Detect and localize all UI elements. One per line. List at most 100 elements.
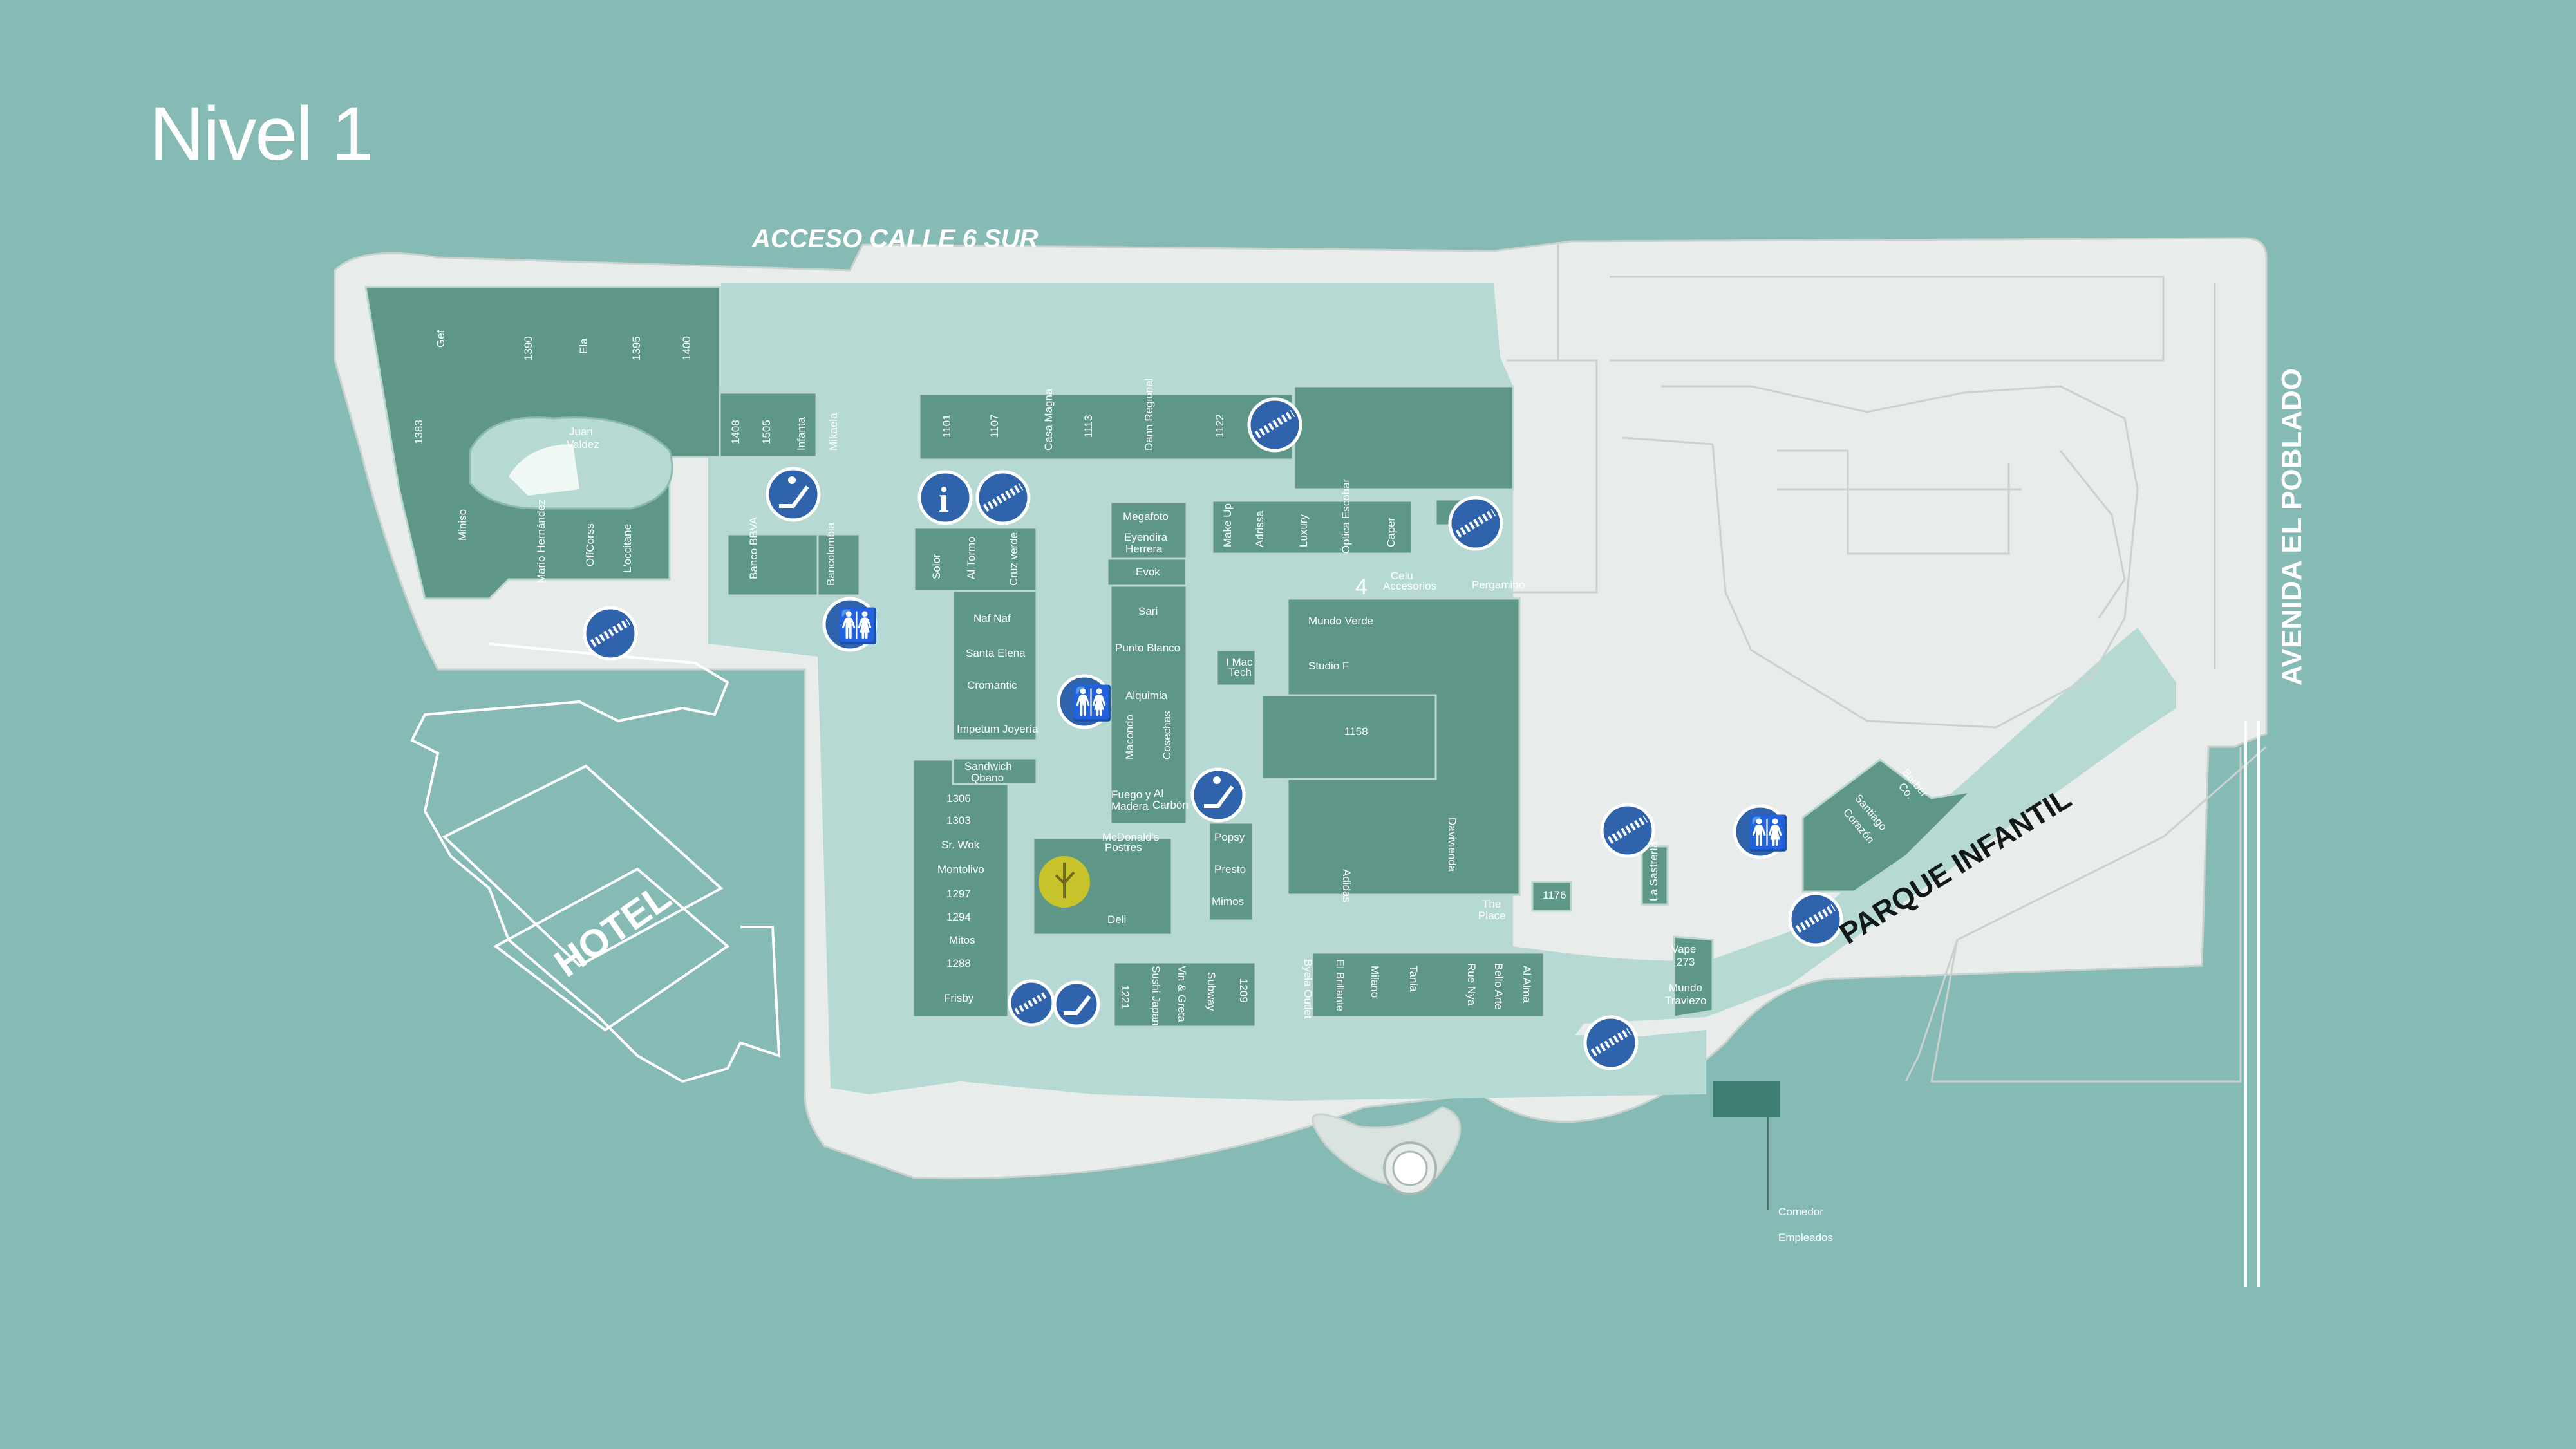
svg-text:1408: 1408 <box>729 420 742 444</box>
svg-text:1395: 1395 <box>630 336 643 360</box>
svg-text:Popsy: Popsy <box>1214 831 1245 843</box>
elevator-icon <box>1788 892 1843 947</box>
escalator-icon <box>1190 767 1246 823</box>
svg-text:Vape: Vape <box>1671 943 1696 955</box>
svg-text:La Sastrería: La Sastrería <box>1648 841 1660 901</box>
svg-text:Punto Blanco: Punto Blanco <box>1115 642 1180 654</box>
restroom-icon: 🚻 <box>822 597 879 652</box>
svg-text:Presto: Presto <box>1214 863 1246 875</box>
svg-text:Deli: Deli <box>1107 913 1126 926</box>
restroom-icon: 🚻 <box>1733 804 1789 859</box>
svg-text:i: i <box>939 480 949 520</box>
svg-text:Mitos: Mitos <box>949 934 975 946</box>
svg-text:1297: 1297 <box>946 888 971 900</box>
svg-text:Mario Hernández: Mario Hernández <box>535 500 547 583</box>
svg-text:273: 273 <box>1677 956 1695 968</box>
svg-text:1505: 1505 <box>760 420 773 444</box>
svg-text:Gef: Gef <box>435 330 447 348</box>
svg-text:1390: 1390 <box>522 336 534 360</box>
svg-text:1107: 1107 <box>988 414 1001 438</box>
svg-text:1383: 1383 <box>413 420 425 444</box>
svg-text:Davivienda: Davivienda <box>1446 818 1458 872</box>
svg-text:Santa Elena: Santa Elena <box>966 647 1026 659</box>
svg-text:🚻: 🚻 <box>1747 814 1789 853</box>
svg-text:Al Tormo: Al Tormo <box>965 536 977 579</box>
svg-text:1113: 1113 <box>1082 415 1095 438</box>
svg-text:Bancolombia: Bancolombia <box>825 522 837 586</box>
svg-text:Luxury: Luxury <box>1297 514 1310 547</box>
svg-text:Studio F: Studio F <box>1308 660 1349 672</box>
escalator-icon <box>1053 980 1100 1028</box>
svg-text:Sandwich: Sandwich <box>964 760 1012 772</box>
amenity-icons: 🚻 i 🚻 🚻 <box>583 397 1843 1070</box>
lower-loop-corridor <box>895 360 1706 1101</box>
svg-text:Carbón: Carbón <box>1152 799 1189 811</box>
svg-text:Casa Magna: Casa Magna <box>1042 388 1055 451</box>
svg-text:Eyendira: Eyendira <box>1124 531 1168 543</box>
svg-text:Cruz verde: Cruz verde <box>1008 532 1020 586</box>
svg-text:Celu: Celu <box>1391 570 1413 582</box>
svg-text:Frisby: Frisby <box>944 992 974 1004</box>
svg-text:Herrera: Herrera <box>1125 543 1163 555</box>
svg-text:Sari: Sari <box>1138 605 1158 617</box>
access-north-label: ACCESO CALLE 6 SUR <box>751 225 1039 253</box>
escalator-icon <box>766 467 821 522</box>
svg-text:Postres: Postres <box>1105 841 1142 854</box>
svg-text:Megafoto: Megafoto <box>1123 510 1169 523</box>
svg-text:Mundo: Mundo <box>1669 982 1702 994</box>
svg-text:Al: Al <box>1154 787 1163 799</box>
svg-text:Juan: Juan <box>569 425 593 438</box>
svg-text:Madera: Madera <box>1111 800 1149 812</box>
svg-text:Mundo Verde: Mundo Verde <box>1308 615 1373 627</box>
svg-text:Adrissa: Adrissa <box>1254 510 1266 547</box>
svg-text:Pergamino: Pergamino <box>1472 579 1525 591</box>
svg-text:Cosechas: Cosechas <box>1161 711 1173 760</box>
elevator-icon <box>975 470 1031 525</box>
restroom-icon: 🚻 <box>1057 674 1113 729</box>
svg-text:1306: 1306 <box>946 792 971 805</box>
svg-text:Solor: Solor <box>930 554 943 579</box>
svg-text:🚻: 🚻 <box>1071 684 1113 723</box>
svg-text:L'occitane: L'occitane <box>621 524 634 573</box>
svg-text:1176: 1176 <box>1543 889 1566 901</box>
svg-text:Montolivo: Montolivo <box>937 863 984 875</box>
svg-text:1209: 1209 <box>1237 978 1250 1003</box>
svg-text:Sushi Japan: Sushi Japan <box>1150 966 1162 1026</box>
info-icon: i <box>917 470 973 525</box>
svg-text:Alquimia: Alquimia <box>1125 689 1168 702</box>
svg-text:1294: 1294 <box>946 911 971 923</box>
svg-text:1288: 1288 <box>946 957 971 969</box>
svg-text:Qbano: Qbano <box>971 772 1004 784</box>
svg-text:Subway: Subway <box>1205 972 1217 1011</box>
svg-text:1158: 1158 <box>1344 725 1368 738</box>
employee-dining-label-2: Empleados <box>1778 1231 1833 1244</box>
svg-text:Naf Naf: Naf Naf <box>973 612 1011 624</box>
svg-text:Banco BBVA: Banco BBVA <box>747 516 760 579</box>
svg-text:Fuego y: Fuego y <box>1111 789 1151 801</box>
avenue-label: AVENIDA EL POBLADO <box>2276 368 2308 686</box>
tree-icon <box>1039 856 1090 908</box>
svg-text:1400: 1400 <box>681 336 693 360</box>
store-blocks <box>364 286 1973 1210</box>
svg-text:Al Alma: Al Alma <box>1521 966 1533 1003</box>
svg-text:Byela Outlet: Byela Outlet <box>1302 959 1314 1019</box>
svg-text:Place: Place <box>1478 910 1506 922</box>
svg-text:Dann Regional: Dann Regional <box>1143 379 1155 451</box>
svg-text:McDonald's: McDonald's <box>1102 831 1159 843</box>
svg-text:OffCorss: OffCorss <box>584 523 596 566</box>
round-plaza <box>1312 1106 1462 1195</box>
hotel-label: HOTEL <box>547 875 679 986</box>
svg-text:Make Up: Make Up <box>1221 503 1234 547</box>
svg-text:Tania: Tania <box>1407 966 1420 992</box>
elevator-icon <box>1008 979 1055 1027</box>
svg-text:Óptica Escobar: Óptica Escobar <box>1340 478 1352 554</box>
employee-dining-label: Comedor <box>1778 1206 1823 1218</box>
hotel-outline <box>410 642 781 1083</box>
svg-text:Tech: Tech <box>1228 666 1252 678</box>
svg-text:Caper: Caper <box>1385 517 1397 547</box>
elevator-icon <box>1583 1015 1639 1070</box>
svg-text:1101: 1101 <box>941 414 953 438</box>
elevator-icon <box>1600 803 1655 858</box>
elevator-icon <box>1448 496 1503 551</box>
